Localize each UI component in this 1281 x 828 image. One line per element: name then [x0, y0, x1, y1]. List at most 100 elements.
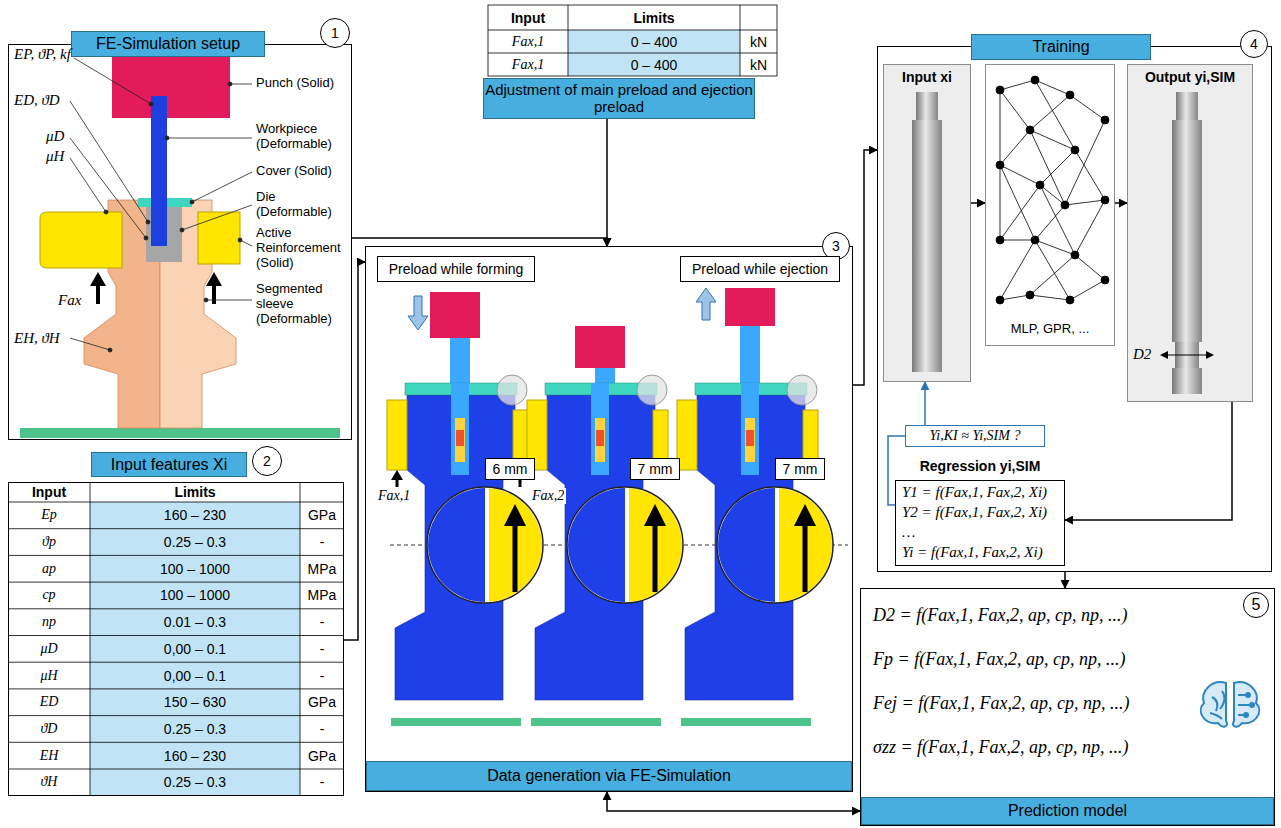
gap-dimension-box: 7 mm [630, 458, 680, 480]
brain-icon [1246, 693, 1250, 697]
leader-lines [182, 205, 252, 230]
fe-simulation-results [575, 326, 625, 368]
box-text: Input xi [884, 69, 970, 89]
neural-network [1066, 296, 1074, 304]
neural-network [1066, 91, 1074, 99]
table-cell: - [300, 716, 344, 743]
parameter-symbol: ED, ϑD [14, 92, 74, 109]
fe-simulation-results [408, 296, 428, 330]
leader-lines [70, 101, 148, 222]
table-cell: GPa [300, 742, 344, 769]
fe-simulation-results [430, 292, 480, 338]
table-cell: μH [8, 662, 90, 689]
press-tool-section [206, 272, 222, 286]
box-text: Regression yi,SIM [896, 458, 1064, 478]
leader-lines [144, 236, 148, 240]
neural-network [996, 86, 1004, 94]
box-text: 5 [1252, 596, 1261, 614]
leader-lines [108, 348, 112, 352]
equation-text: Yi,KI ≈ Yi,SIM ? [930, 428, 1021, 444]
table-cell: ϑp [8, 529, 90, 556]
preload-table-grid [488, 53, 777, 54]
neural-network [1031, 236, 1039, 244]
feature-table-grid [90, 482, 91, 796]
table-cell: GPa [300, 502, 344, 529]
box-text: Output yi,SIM [1128, 69, 1252, 89]
leader-lines [74, 58, 151, 104]
panel-heading: FE-Simulation setup [71, 31, 265, 57]
neural-network [1031, 76, 1039, 84]
prediction-panel: D2 = f(Fax,1, Fax,2, ap, cp, np, ...)Fp … [860, 588, 1275, 826]
neural-network [1071, 146, 1079, 154]
training-geometry [912, 120, 942, 372]
panel-heading: Training [971, 34, 1151, 60]
leader-lines [204, 298, 208, 302]
table-cell: cp [8, 582, 90, 609]
box-text: 2 [263, 453, 271, 469]
table-cell: Fax,1 [488, 53, 568, 76]
neural-network [996, 76, 1109, 304]
preload-table-grid [488, 5, 777, 76]
preload-table-grid [488, 5, 777, 76]
gap-dimension-box: 6 mm [485, 458, 535, 480]
parameter-symbol: EH, ϑH [14, 330, 74, 347]
training-geometry [1162, 354, 1212, 355]
leader-lines [104, 210, 108, 214]
force-label: Fax [58, 292, 81, 309]
flow-arrow [1065, 402, 1232, 520]
preload-table-grid [740, 5, 741, 76]
fe-simulation-results [391, 470, 403, 480]
table-cell: 0.01 – 0.3 [90, 609, 300, 636]
flow-arrow [1064, 572, 1066, 588]
press-tool-section [198, 212, 240, 264]
press-tool-section [20, 428, 340, 438]
brain-icon [1201, 682, 1227, 726]
table-cell: 0 – 400 [568, 30, 740, 53]
flow-arrow [971, 202, 985, 204]
table-cell: Fax,1 [488, 30, 568, 53]
leader-lines [165, 136, 169, 140]
leader-lines [149, 102, 153, 106]
table-cell: - [300, 769, 344, 796]
table-cell: Input [488, 5, 568, 30]
box-text: Preload while ejection [692, 261, 828, 277]
fe-simulation-results [740, 324, 760, 386]
press-tool-section [151, 96, 167, 246]
brain-icon [1210, 691, 1225, 719]
panel-heading: Input features Xi [91, 452, 247, 477]
panel-heading: Prediction model [861, 797, 1274, 825]
feature-table-grid [8, 688, 344, 689]
preload-state-box: Preload while ejection [680, 256, 840, 282]
leader-lines [228, 82, 232, 86]
feature-table-grid [8, 715, 344, 716]
press-tool-section [96, 284, 100, 304]
flow-arrow [344, 262, 365, 640]
part-label: Segmented sleeve (Deformable) [256, 282, 348, 327]
feature-table-grid [90, 502, 300, 796]
part-label: Die (Deformable) [256, 190, 348, 220]
leader-lines [70, 338, 110, 350]
flow-arrow [606, 119, 608, 247]
box-text: 1 [331, 25, 339, 41]
step-number: 5 [1243, 592, 1269, 618]
table-cell: np [8, 609, 90, 636]
parameter-symbol: μD [46, 128, 64, 145]
table-cell: Input [8, 482, 90, 502]
box-text: 6 mm [493, 461, 528, 477]
box-text: 4 [1250, 36, 1258, 52]
table-cell: ap [8, 555, 90, 582]
parameter-symbol: μH [46, 148, 64, 165]
neural-network [1101, 116, 1109, 124]
equation-text: σzz = f(Fax,1, Fax,2, ap, cp, np, ...) [873, 737, 1203, 761]
preload-table-grid [488, 30, 777, 31]
feature-table-grid [8, 742, 344, 743]
table-cell: kN [740, 53, 777, 76]
fe-simulation-results [450, 336, 470, 386]
equation-text: Y1 = f(Fax,1, Fax,2, Xi) [902, 483, 1062, 503]
table-cell: Limits [568, 5, 740, 30]
table-cell: Ep [8, 502, 90, 529]
flow-arrow [853, 150, 877, 385]
box-text: 7 mm [638, 461, 673, 477]
feature-table-grid [8, 608, 344, 609]
